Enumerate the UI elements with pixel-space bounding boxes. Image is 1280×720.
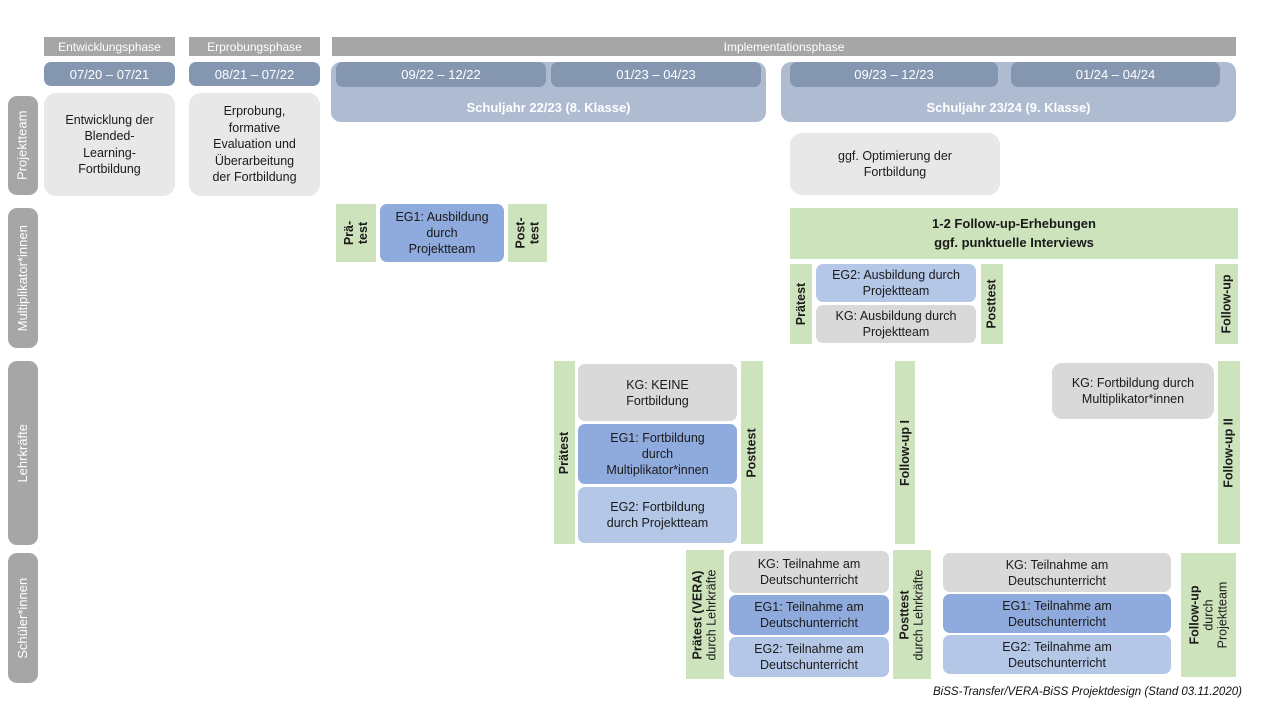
bar-posttest-lehrkraefte: Posttest — [741, 361, 763, 544]
box-eg1-teilnahme-1: EG1: Teilnahme am Deutschunterricht — [729, 595, 889, 635]
sidebar-row-lehrkraefte: Lehrkräfte — [8, 361, 38, 545]
bar-followup1-lehrkraefte-label: Follow-up I — [898, 419, 912, 486]
praetest-vera-line2: durch Lehrkräfte — [705, 568, 719, 661]
date-range-0124-0424: 01/24 – 04/24 — [1011, 62, 1220, 87]
box-kg-fortbildung-multiplikatoren: KG: Fortbildung durch Multiplikator*inne… — [1052, 363, 1214, 419]
bar-followup-multiplikatoren-label: Follow-up — [1219, 274, 1234, 334]
posttest-schueler-line2: durch Lehrkräfte — [912, 568, 926, 661]
bar-praetest-lehrkraefte-label: Prätest — [557, 431, 572, 474]
followup-schueler-line2: durch — [1201, 599, 1216, 631]
bar-followup-schueler-label: Follow-up durch Projektteam — [1188, 582, 1230, 649]
bar-followup2-lehrkraefte-label: Follow-up II — [1222, 417, 1236, 488]
bar-followup2-lehrkraefte: Follow-up II — [1218, 361, 1240, 544]
phase-header-erprobung: Erprobungsphase — [189, 37, 320, 56]
sidebar-label-multiplikatoren: Multiplikator*innen — [14, 224, 30, 332]
bar-posttest-multiplikatoren-2: Posttest — [981, 264, 1003, 344]
bar-praetest-vera-schueler-label: Prätest (VERA) durch Lehrkräfte — [691, 569, 719, 660]
bar-followup-erhebungen: 1-2 Follow-up-Erhebungen ggf. punktuelle… — [790, 208, 1238, 259]
box-erprobung-evaluation: Erprobung, formative Evaluation und Über… — [189, 93, 320, 196]
schuljahr-22-23-label: Schuljahr 22/23 (8. Klasse) — [466, 100, 631, 115]
sidebar-row-projektteam: Projektteam — [8, 96, 38, 195]
box-eg2-fortbildung-projektteam: EG2: Fortbildung durch Projektteam — [578, 487, 737, 543]
box-eg1-fortbildung-multiplikatoren: EG1: Fortbildung durch Multiplikator*inn… — [578, 424, 737, 484]
bar-posttest-lehrkraefte-label: Posttest — [745, 427, 760, 478]
bar-posttest-multiplikatoren-1: Post- test — [508, 204, 547, 262]
box-kg-teilnahme-2: KG: Teilnahme am Deutschunterricht — [943, 553, 1171, 592]
bar-posttest-multiplikatoren-2-label: Posttest — [985, 279, 1000, 329]
box-kg-teilnahme-1: KG: Teilnahme am Deutschunterricht — [729, 551, 889, 593]
sidebar-label-projektteam: Projektteam — [14, 110, 30, 181]
date-range-0923-1223: 09/23 – 12/23 — [790, 62, 998, 87]
box-eg1-teilnahme-2: EG1: Teilnahme am Deutschunterricht — [943, 594, 1171, 633]
bar-followup-multiplikatoren: Follow-up — [1215, 264, 1238, 344]
sidebar-label-lehrkraefte: Lehrkräfte — [14, 423, 30, 483]
box-kg-keine-fortbildung: KG: KEINE Fortbildung — [578, 364, 737, 421]
praetest-vera-line1: Prätest (VERA) — [691, 570, 705, 659]
bar-praetest-multiplikatoren-2: Prätest — [790, 264, 812, 344]
praetest-line1: Prä- — [341, 220, 356, 246]
posttest-line1: Post- — [513, 217, 528, 249]
followup-schueler-line1: Follow-up — [1187, 585, 1202, 645]
schuljahr-23-24-label: Schuljahr 23/24 (9. Klasse) — [926, 100, 1091, 115]
bar-posttest-multiplikatoren-1-label: Post- test — [514, 217, 542, 248]
date-range-0922-1222: 09/22 – 12/22 — [336, 62, 546, 87]
box-kg-ausbildung-projektteam: KG: Ausbildung durch Projektteam — [816, 305, 976, 343]
bar-praetest-multiplikatoren-2-label: Prätest — [794, 282, 809, 326]
box-eg1-ausbildung-projektteam: EG1: Ausbildung durch Projektteam — [380, 204, 504, 262]
date-range-0821-0722: 08/21 – 07/22 — [189, 62, 320, 86]
posttest-schueler-line1: Posttest — [898, 589, 912, 640]
phase-header-implementation: Implementationsphase — [332, 37, 1236, 56]
box-eg2-ausbildung-projektteam: EG2: Ausbildung durch Projektteam — [816, 264, 976, 302]
box-eg2-teilnahme-2: EG2: Teilnahme am Deutschunterricht — [943, 635, 1171, 674]
sidebar-row-schueler: Schüler*innen — [8, 553, 38, 683]
sidebar-label-schueler: Schüler*innen — [14, 577, 30, 659]
bar-posttest-schueler-label: Posttest durch Lehrkräfte — [898, 569, 926, 660]
box-optimierung-fortbildung: ggf. Optimierung der Fortbildung — [790, 133, 1000, 195]
box-eg2-teilnahme-1: EG2: Teilnahme am Deutschunterricht — [729, 637, 889, 677]
bar-followup1-lehrkraefte: Follow-up I — [895, 361, 915, 544]
date-range-0123-0423: 01/23 – 04/23 — [551, 62, 761, 87]
diagram-caption: BiSS-Transfer/VERA-BiSS Projektdesign (S… — [933, 686, 1242, 698]
praetest-line2: test — [355, 221, 370, 245]
bar-praetest-lehrkraefte: Prätest — [554, 361, 575, 544]
bar-praetest-multiplikatoren-1-label: Prä- test — [342, 221, 370, 245]
bar-posttest-schueler: Posttest durch Lehrkräfte — [893, 550, 931, 679]
bar-praetest-multiplikatoren-1: Prä- test — [336, 204, 376, 262]
posttest-line2: test — [527, 221, 542, 245]
bar-followup-schueler: Follow-up durch Projektteam — [1181, 553, 1236, 677]
bar-praetest-vera-schueler: Prätest (VERA) durch Lehrkräfte — [686, 550, 724, 679]
sidebar-row-multiplikatoren: Multiplikator*innen — [8, 208, 38, 348]
phase-header-entwicklung: Entwicklungsphase — [44, 37, 175, 56]
box-entwicklung-fortbildung: Entwicklung der Blended- Learning- Fortb… — [44, 93, 175, 196]
date-range-0720-0721: 07/20 – 07/21 — [44, 62, 175, 86]
followup-schueler-line3: Projektteam — [1215, 581, 1230, 649]
